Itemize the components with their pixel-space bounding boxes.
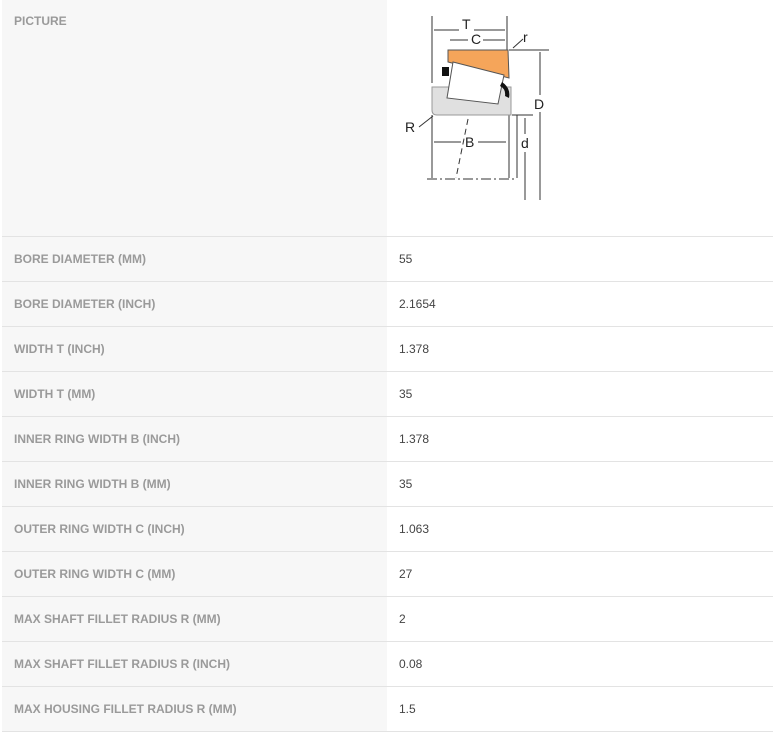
spec-label: MAX HOUSING FILLET RADIUS R (MM) (2, 686, 387, 732)
roller (446, 61, 505, 105)
spec-value: 2 (387, 596, 773, 642)
spec-label: BORE DIAMETER (MM) (2, 236, 387, 282)
spec-row: MAX HOUSING FILLET RADIUS R (MM)1.5 (2, 686, 773, 732)
spec-label: MAX SHAFT FILLET RADIUS R (INCH) (2, 641, 387, 687)
spec-label: MAX SHAFT FILLET RADIUS R (MM) (2, 596, 387, 642)
spec-label: INNER RING WIDTH B (INCH) (2, 416, 387, 462)
spec-value: 0.08 (387, 641, 773, 687)
bearing-diagram-cell: T C r D R B d (387, 0, 773, 237)
spec-label: BORE DIAMETER (INCH) (2, 281, 387, 327)
spec-label: WIDTH T (MM) (2, 371, 387, 417)
spec-value: 1.063 (387, 506, 773, 552)
spec-row: MAX SHAFT FILLET RADIUS R (INCH)0.08 (2, 641, 773, 687)
spec-row: WIDTH T (MM)35 (2, 371, 773, 417)
picture-label: PICTURE (2, 0, 387, 237)
spec-row: INNER RING WIDTH B (MM)35 (2, 461, 773, 507)
spec-row: MAX SHAFT FILLET RADIUS R (MM)2 (2, 596, 773, 642)
spec-label: INNER RING WIDTH B (MM) (2, 461, 387, 507)
spec-value: 1.378 (387, 416, 773, 462)
spec-label: OUTER RING WIDTH C (INCH) (2, 506, 387, 552)
picture-row: PICTURE (2, 0, 773, 237)
tapered-roller-bearing-diagram: T C r D R B d (405, 16, 549, 200)
label-R: R (405, 119, 415, 135)
spec-row: BORE DIAMETER (MM)55 (2, 236, 773, 282)
spec-row: INNER RING WIDTH B (INCH)1.378 (2, 416, 773, 462)
spec-row: OUTER RING WIDTH C (MM)27 (2, 551, 773, 597)
spec-value: 1.5 (387, 686, 773, 732)
spec-row: BORE DIAMETER (INCH)2.1654 (2, 281, 773, 327)
label-D: D (534, 96, 544, 112)
label-B: B (465, 134, 474, 150)
spec-value: 1.378 (387, 326, 773, 372)
spec-value: 27 (387, 551, 773, 597)
spec-value: 2.1654 (387, 281, 773, 327)
spec-row: OUTER RING WIDTH C (INCH)1.063 (2, 506, 773, 552)
spec-row: WIDTH T (INCH)1.378 (2, 326, 773, 372)
label-d: d (521, 135, 529, 151)
outer-ring (447, 49, 510, 79)
spec-label: WIDTH T (INCH) (2, 326, 387, 372)
spec-value: 35 (387, 461, 773, 507)
label-T: T (462, 16, 471, 32)
label-r: r (523, 29, 528, 45)
spec-value: 35 (387, 371, 773, 417)
spec-value: 55 (387, 236, 773, 282)
spec-label: OUTER RING WIDTH C (MM) (2, 551, 387, 597)
label-C: C (471, 31, 481, 47)
